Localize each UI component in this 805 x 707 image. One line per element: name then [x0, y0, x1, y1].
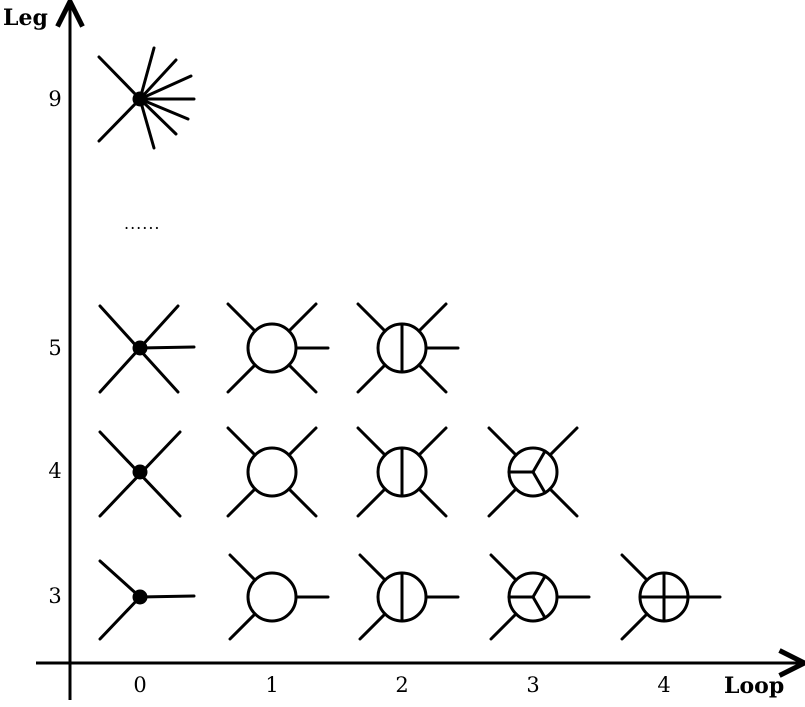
y-tick-3: 3: [48, 584, 61, 608]
x-tick-3: 3: [526, 673, 539, 697]
loop-circle: [246, 571, 298, 623]
external-leg: [489, 553, 518, 582]
diagram-loop0-leg3: [98, 559, 196, 641]
external-leg: [356, 487, 387, 518]
diagram-loop3-leg3: [489, 553, 591, 641]
external-leg: [417, 487, 448, 518]
external-leg: [138, 345, 196, 350]
external-leg: [138, 46, 156, 101]
x-tick-2: 2: [395, 673, 408, 697]
y-tick-4: 4: [48, 459, 61, 483]
diagram-loop1-leg3: [228, 553, 330, 641]
external-leg: [138, 58, 178, 101]
external-leg: [226, 487, 257, 518]
external-leg: [287, 302, 318, 333]
loop-circle: [246, 446, 298, 498]
external-leg: [417, 363, 448, 394]
external-leg: [138, 97, 190, 121]
external-leg: [98, 595, 142, 641]
external-leg: [138, 594, 196, 599]
external-leg: [287, 363, 318, 394]
external-leg: [226, 363, 257, 394]
external-leg: [356, 426, 387, 457]
external-leg: [358, 612, 387, 641]
external-leg: [548, 426, 579, 457]
diagram-loop4-leg3: [620, 553, 722, 641]
x-tick-0: 0: [133, 673, 146, 697]
diagram-loop1-leg4: [226, 426, 318, 518]
vertex-dot: [132, 91, 148, 107]
external-leg: [358, 553, 387, 582]
external-leg: [138, 97, 156, 150]
internal-propagator: [531, 595, 547, 620]
diagram-loop2-leg5: [356, 302, 460, 394]
x-axis-title: Loop: [724, 673, 784, 699]
loop-circle: [246, 322, 298, 374]
external-leg: [98, 559, 142, 599]
external-leg: [97, 97, 142, 143]
external-leg: [226, 302, 257, 333]
vertex-dot: [132, 589, 148, 605]
y-axis-title: Leg: [3, 5, 48, 31]
feynman-diagrams: [97, 46, 722, 641]
external-leg: [417, 426, 448, 457]
diagram-loop0-leg4: [98, 430, 182, 518]
diagram-loop1-leg5: [226, 302, 330, 394]
external-leg: [287, 426, 318, 457]
external-leg: [138, 74, 193, 101]
internal-propagator: [531, 449, 547, 474]
diagram-loop3-leg4: [487, 426, 579, 518]
diagram-loop0-leg5: [98, 304, 196, 394]
external-leg: [138, 97, 178, 136]
external-leg: [287, 487, 318, 518]
internal-propagator: [531, 574, 547, 599]
external-leg: [548, 487, 579, 518]
external-leg: [487, 426, 518, 457]
vertex-dot: [132, 464, 148, 480]
y-tick-5: 5: [48, 336, 61, 360]
ellipsis: ......: [124, 214, 161, 233]
internal-propagator: [531, 470, 547, 495]
external-leg: [228, 553, 257, 582]
external-leg: [228, 612, 257, 641]
x-tick-4: 4: [657, 673, 670, 697]
external-leg: [417, 302, 448, 333]
x-tick-1: 1: [265, 673, 278, 697]
diagram-loop2-leg3: [358, 553, 460, 641]
external-leg: [487, 487, 518, 518]
external-leg: [489, 612, 518, 641]
external-leg: [620, 612, 649, 641]
external-leg: [226, 426, 257, 457]
y-tick-9: 9: [48, 87, 61, 111]
external-leg: [620, 553, 649, 582]
external-leg: [356, 363, 387, 394]
external-leg: [356, 302, 387, 333]
diagram-loop2-leg4: [356, 426, 448, 518]
vertex-dot: [132, 340, 148, 356]
external-leg: [97, 55, 142, 101]
diagram-loop0-leg9: [97, 46, 196, 150]
